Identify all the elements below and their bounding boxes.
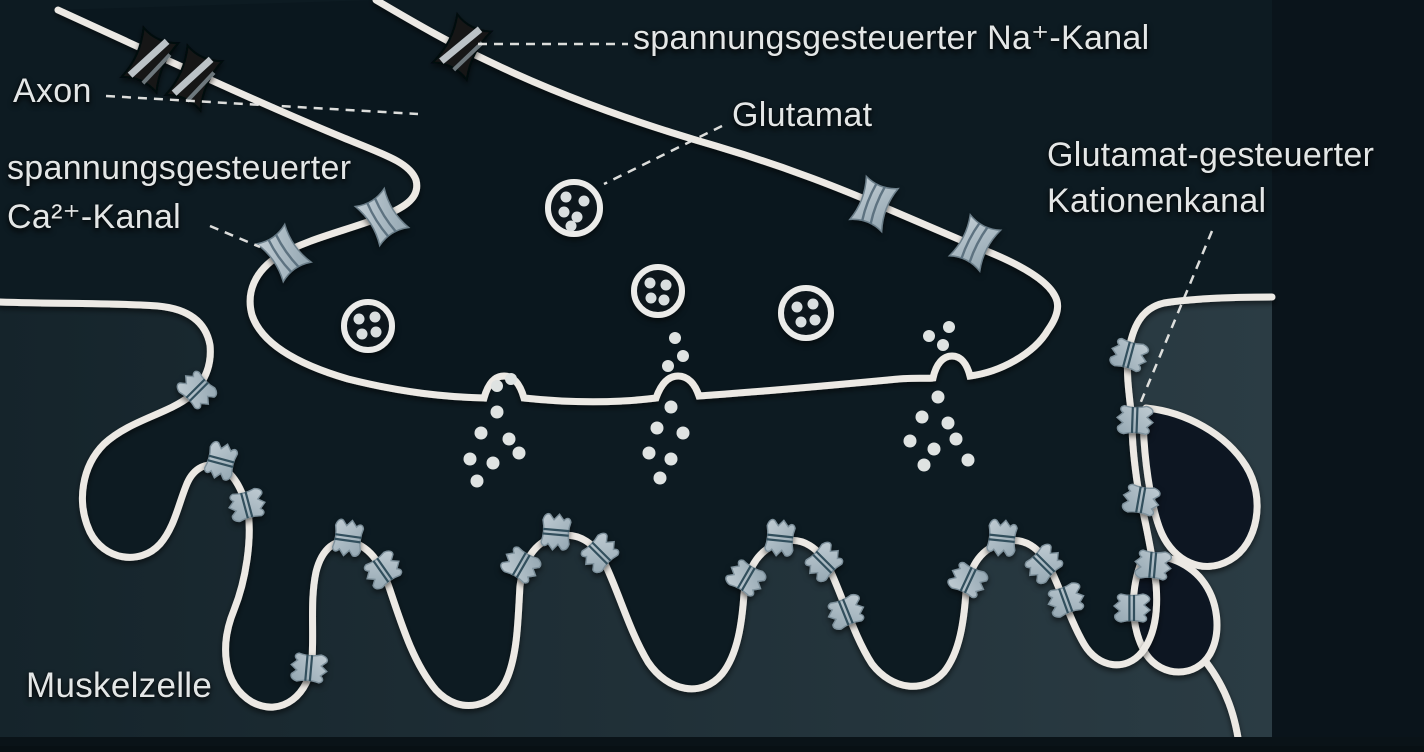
- bottom-bar-edge: [0, 746, 1424, 752]
- vesicle-icon: [341, 299, 395, 353]
- label-ca-channel-line1: spannungsgesteuerter: [7, 149, 352, 187]
- label-muscle-cell: Muskelzelle: [26, 666, 213, 705]
- glutamate-dots: [463, 321, 975, 488]
- leader-axon: [105, 94, 419, 116]
- label-cation-channel-line2: Kationenkanal: [1047, 182, 1267, 220]
- label-cation-channel-line1: Glutamat-gesteuerter: [1047, 136, 1375, 174]
- label-axon: Axon: [13, 72, 92, 110]
- cation-channel-icon: [1112, 592, 1152, 624]
- cation-channel-icon: [288, 651, 330, 685]
- cation-channel-icon: [539, 511, 573, 553]
- vesicle-icon: [631, 264, 685, 318]
- cation-channel-icon: [763, 517, 797, 559]
- vesicles: [341, 179, 834, 353]
- cation-channel-icon: [985, 517, 1019, 559]
- label-ca-channel-line2: Ca²⁺-Kanal: [7, 198, 182, 236]
- cation-channel-icon-labeled: [1115, 404, 1155, 436]
- label-na-channel: spannungsgesteuerter Na⁺-Kanal: [633, 19, 1150, 57]
- muscle-cell-body: [0, 297, 1272, 742]
- leader-glutamate: [603, 124, 723, 186]
- vesicle-icon: [545, 179, 603, 237]
- label-glutamate: Glutamat: [732, 96, 873, 134]
- vesicle-icon: [778, 285, 834, 341]
- leader-lines: [105, 42, 1214, 405]
- label-ca-channel: spannungsgesteuerter Ca²⁺-Kanal: [7, 144, 351, 242]
- cation-channel-icon: [1132, 548, 1174, 582]
- background-right-band: [1272, 0, 1424, 752]
- label-cation-channel: Glutamat-gesteuerter Kationenkanal: [1047, 132, 1374, 224]
